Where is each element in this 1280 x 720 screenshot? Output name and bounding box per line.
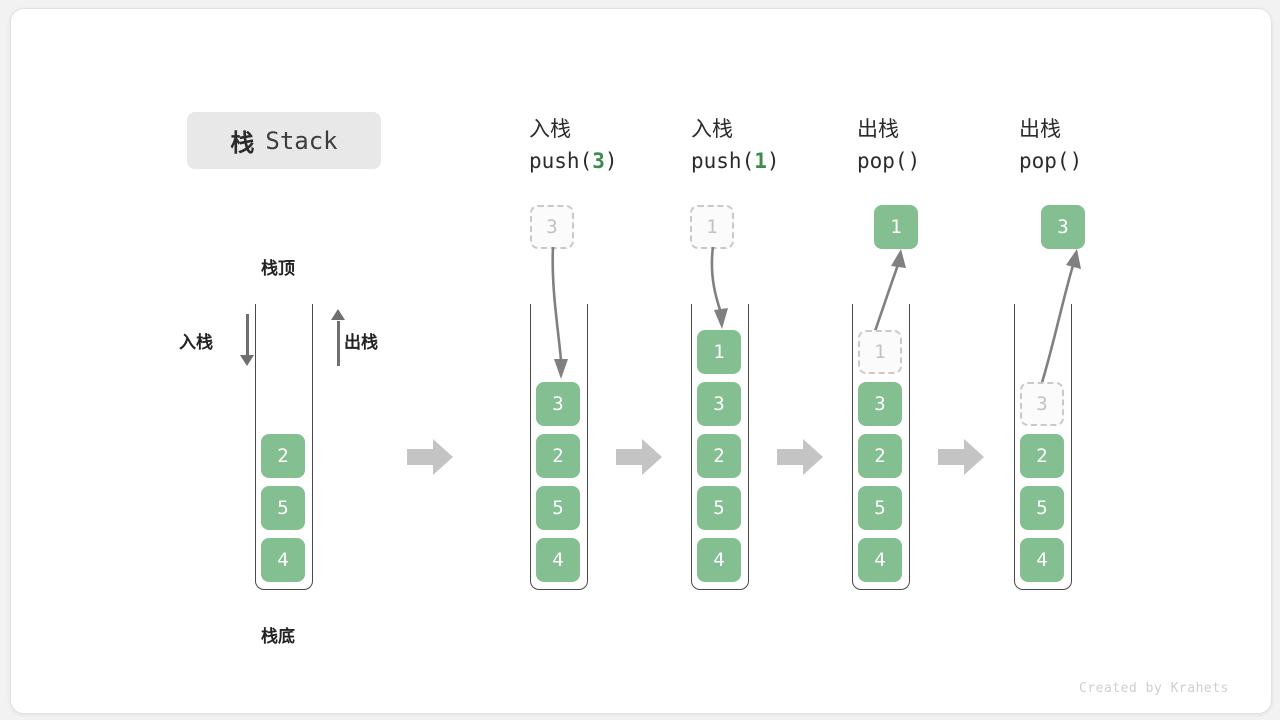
stack-container-pop-3 bbox=[1014, 304, 1072, 590]
popped-element: 1 bbox=[874, 205, 918, 249]
push-argument: 3 bbox=[592, 149, 605, 173]
separator-arrow-icon bbox=[407, 437, 453, 477]
stack-element: 5 bbox=[697, 486, 741, 530]
column-header-pop-1: 出栈 pop() bbox=[857, 115, 920, 177]
stack-top-label: 栈顶 bbox=[261, 259, 295, 278]
column-header-cn: 入栈 bbox=[691, 118, 733, 141]
pop-motion-arrow-icon bbox=[831, 244, 961, 344]
pop-side-label: 出栈 bbox=[344, 333, 378, 352]
column-header-push-3: 入栈 push(3) bbox=[529, 115, 618, 177]
title-en: Stack bbox=[265, 126, 338, 155]
column-header-code: pop() bbox=[857, 149, 921, 173]
stack-element-ghost: 1 bbox=[858, 330, 902, 374]
push-argument: 1 bbox=[754, 149, 767, 173]
stack-element: 3 bbox=[536, 382, 580, 426]
column-header-pop-3: 出栈 pop() bbox=[1019, 115, 1082, 177]
push-arrow-shaft bbox=[246, 314, 249, 359]
column-header-push-1: 入栈 push(1) bbox=[691, 115, 780, 177]
push-arrow-head-icon bbox=[240, 355, 254, 366]
stack-element: 1 bbox=[697, 330, 741, 374]
column-header-code: pop() bbox=[1019, 149, 1083, 173]
push-motion-arrow-icon bbox=[671, 239, 791, 349]
stack-element: 2 bbox=[1020, 434, 1064, 478]
column-header-code: push(3) bbox=[529, 149, 618, 173]
push-motion-arrow-icon bbox=[511, 239, 631, 389]
stack-element: 2 bbox=[536, 434, 580, 478]
stack-element-ghost: 3 bbox=[1020, 382, 1064, 426]
separator-arrow-icon bbox=[777, 437, 823, 477]
popped-element: 3 bbox=[1041, 205, 1085, 249]
stack-container-initial bbox=[255, 304, 313, 590]
column-header-code: push(1) bbox=[691, 149, 780, 173]
stack-element: 2 bbox=[858, 434, 902, 478]
watermark: Created by Krahets bbox=[1079, 681, 1229, 696]
stack-element: 5 bbox=[536, 486, 580, 530]
stack-bottom-label: 栈底 bbox=[261, 627, 295, 646]
pop-arrow-shaft bbox=[337, 321, 340, 366]
separator-arrow-icon bbox=[616, 437, 662, 477]
separator-arrow-icon bbox=[938, 437, 984, 477]
pop-arrow-head-icon bbox=[331, 309, 345, 320]
stack-element: 4 bbox=[858, 538, 902, 582]
title-badge: 栈 Stack bbox=[187, 112, 381, 169]
floating-element-ghost: 3 bbox=[530, 205, 574, 249]
pop-motion-arrow-icon bbox=[996, 244, 1126, 399]
stack-element: 3 bbox=[858, 382, 902, 426]
push-side-label: 入栈 bbox=[179, 333, 213, 352]
stack-element: 4 bbox=[536, 538, 580, 582]
stack-container-push-1 bbox=[691, 304, 749, 590]
diagram-card: 栈 Stack 栈顶 栈底 入栈 出栈 2 5 4 入栈 push(3) 3 3… bbox=[10, 8, 1272, 714]
column-header-cn: 出栈 bbox=[857, 118, 899, 141]
stack-element: 2 bbox=[697, 434, 741, 478]
stack-element: 2 bbox=[261, 434, 305, 478]
stack-element: 4 bbox=[1020, 538, 1064, 582]
column-header-cn: 入栈 bbox=[529, 118, 571, 141]
stack-element: 3 bbox=[697, 382, 741, 426]
stack-element: 5 bbox=[858, 486, 902, 530]
title-cn: 栈 bbox=[230, 130, 256, 157]
stack-container-push-3 bbox=[530, 304, 588, 590]
stack-element: 5 bbox=[261, 486, 305, 530]
stack-element: 5 bbox=[1020, 486, 1064, 530]
stack-element: 4 bbox=[697, 538, 741, 582]
stack-container-pop-1 bbox=[852, 304, 910, 590]
stack-element: 4 bbox=[261, 538, 305, 582]
column-header-cn: 出栈 bbox=[1019, 118, 1061, 141]
